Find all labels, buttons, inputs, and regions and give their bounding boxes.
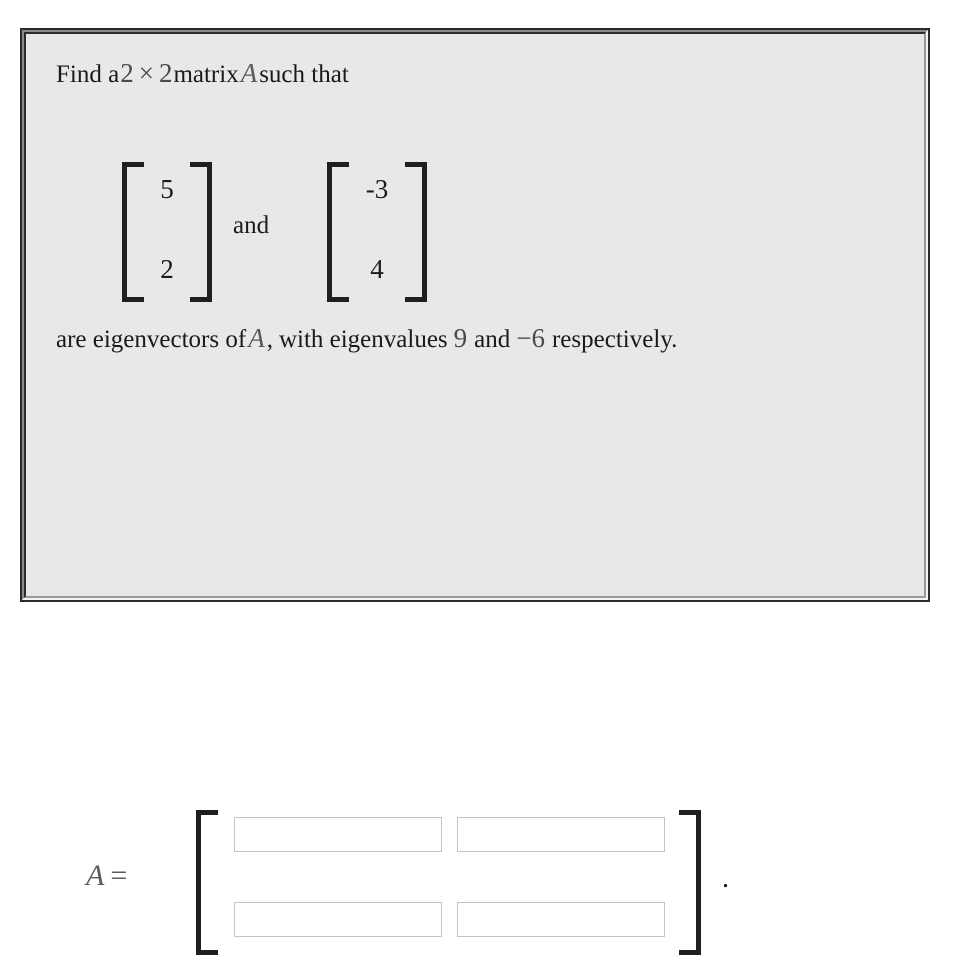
answer-label-equals: =: [110, 859, 128, 892]
eigenvalue-2: −6: [516, 323, 545, 353]
bracket-right-vector-1: [190, 162, 212, 302]
bracket-left-answer-matrix: [196, 810, 218, 955]
prompt-text-before: Find a: [56, 61, 120, 88]
matrix-symbol-a: A: [240, 58, 258, 88]
bracket-left-vector-1: [122, 162, 144, 302]
eigenvector-1: 5 2: [122, 162, 212, 302]
question-panel-inner-border: [24, 32, 926, 598]
eigen-text-after: respectively.: [551, 326, 678, 353]
times-symbol: ×: [138, 58, 154, 88]
eigenvector-1-entry-2: 2: [160, 254, 174, 284]
matrix-entry-a21[interactable]: [234, 902, 442, 937]
matrix-symbol-a-2: A: [248, 323, 265, 353]
prompt-text-matrix: matrix: [173, 61, 239, 88]
bracket-right-answer-matrix: [679, 810, 701, 955]
eigenvector-2-entry-1: -3: [365, 174, 389, 204]
conjunction-and: and: [233, 212, 270, 239]
matrix-entry-a22[interactable]: [457, 902, 665, 937]
matrix-entry-a11[interactable]: [234, 817, 442, 852]
question-prompt-line-1: Find a2×2matrixAsuch that: [56, 58, 349, 88]
eigenvector-2: -3 4: [327, 162, 427, 302]
eigenvalue-1: 9: [453, 323, 468, 353]
matrix-dimension-cols: 2: [158, 58, 173, 88]
eigen-text-before: are eigenvectors of: [56, 326, 247, 353]
matrix-entry-a12[interactable]: [457, 817, 665, 852]
eigen-joiner: and: [474, 326, 511, 353]
answer-label-variable: A: [86, 859, 105, 892]
eigen-comma: ,: [266, 326, 273, 353]
trailing-period: .: [722, 863, 729, 894]
eigenvector-1-entry-1: 5: [160, 174, 174, 204]
question-content: Find a2×2matrixAsuch that 5 2 and -3 4 a…: [24, 32, 926, 955]
question-panel: Find a2×2matrixAsuch that 5 2 and -3 4 a…: [22, 30, 928, 955]
prompt-text-after: such that: [259, 61, 349, 88]
answer-matrix-label: A=: [86, 859, 127, 893]
bracket-right-vector-2: [405, 162, 427, 302]
matrix-dimension-rows: 2: [120, 58, 134, 88]
eigen-text-middle: with eigenvalues: [278, 326, 448, 353]
eigenvector-2-entry-2: 4: [370, 254, 384, 284]
bracket-left-vector-2: [327, 162, 349, 302]
answer-matrix-input-grid: [234, 817, 665, 937]
